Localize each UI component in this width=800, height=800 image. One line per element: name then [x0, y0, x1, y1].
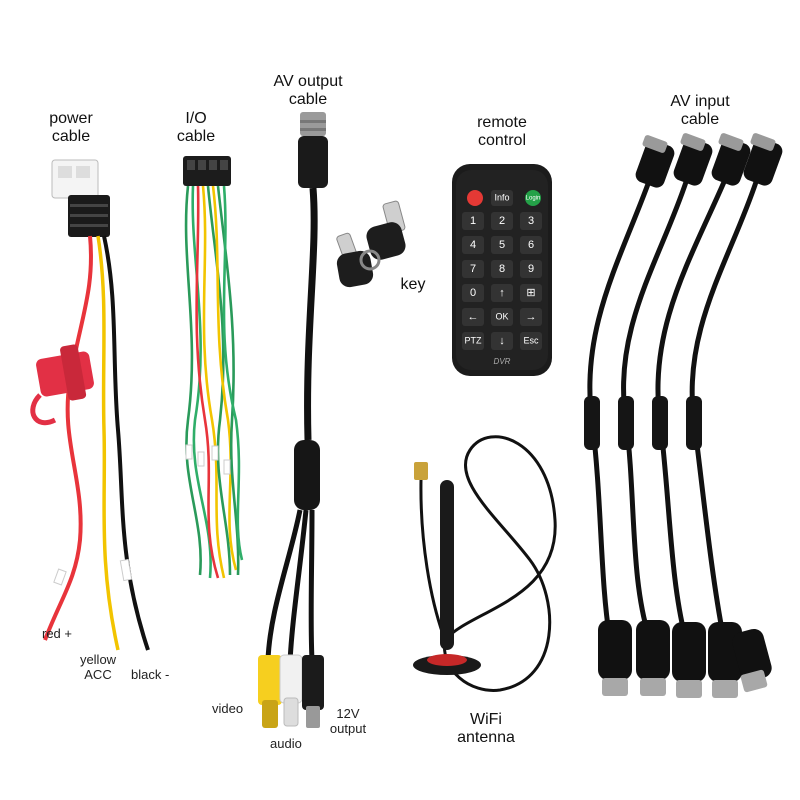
video-plug-label: video — [212, 701, 244, 716]
arrow-down-icon: ↓ — [499, 335, 505, 347]
key-label: key — [400, 276, 426, 293]
remote-key-1: 1 — [470, 215, 476, 227]
audio-plug-label: audio — [270, 736, 302, 751]
remote-ok-label: OK — [495, 311, 508, 321]
io-cable — [183, 156, 244, 579]
arrow-up-icon: ↑ — [499, 287, 505, 299]
black-wire-label: black - — [131, 667, 170, 682]
remote-key-2: 2 — [499, 215, 505, 227]
remote-key-4: 4 — [470, 239, 476, 251]
remote-key-3: 3 — [528, 215, 534, 227]
power-cable — [30, 159, 150, 651]
av-output-cable — [258, 112, 328, 728]
wifi-antenna — [413, 435, 557, 692]
arrow-left-icon: ← — [468, 311, 479, 323]
remote-brand-label: DVR — [494, 357, 511, 366]
arrow-right-icon: → — [526, 311, 537, 323]
remote-key-6: 6 — [528, 239, 534, 251]
remote-key-7: 7 — [470, 263, 476, 275]
remote-key-0: 0 — [470, 287, 476, 299]
key-set — [336, 200, 406, 288]
av-input-cables — [584, 133, 783, 698]
remote-control: Info Login 1 2 3 4 5 6 7 8 9 0 ↑ ⊞ ← OK … — [452, 164, 552, 376]
remote-key-5: 5 — [499, 239, 505, 251]
power-button-icon — [467, 190, 483, 206]
grid-icon: ⊞ — [526, 287, 535, 299]
remote-key-9: 9 — [528, 263, 534, 275]
remote-login-label: Login — [526, 196, 541, 202]
remote-ptz-label: PTZ — [465, 335, 483, 345]
remote-info-label: Info — [494, 192, 509, 202]
red-wire-label: red + — [42, 626, 72, 641]
remote-key-8: 8 — [499, 263, 505, 275]
remote-esc-label: Esc — [523, 335, 539, 345]
